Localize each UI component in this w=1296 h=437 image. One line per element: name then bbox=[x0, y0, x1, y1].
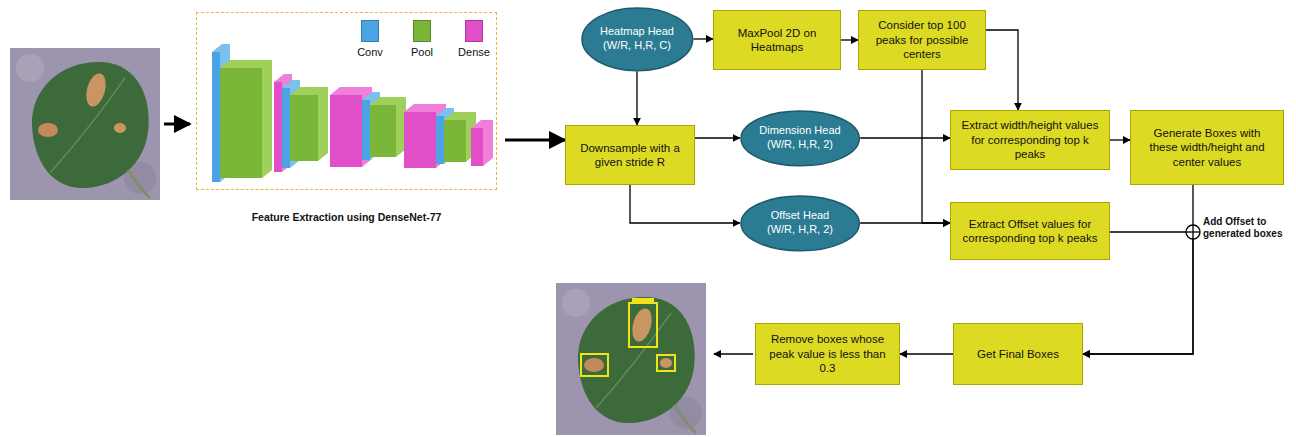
legend-item: Pool bbox=[400, 20, 444, 58]
pool-layer bbox=[290, 87, 328, 161]
note-label: Add Offset to generated boxes bbox=[1203, 216, 1293, 240]
connector-arrow bbox=[505, 139, 565, 142]
legend-swatch bbox=[413, 20, 431, 42]
detection-boxes bbox=[581, 298, 675, 376]
frame-caption: Feature Extraction using DenseNet-77 bbox=[197, 211, 496, 223]
dense-layer bbox=[274, 82, 282, 172]
flow-arrow bbox=[714, 353, 753, 354]
legend-text: Pool bbox=[411, 46, 433, 58]
connector-arrow bbox=[693, 38, 713, 39]
connector-arrow bbox=[922, 70, 950, 223]
head-ellipse-shape bbox=[582, 8, 693, 71]
input-leaf-image bbox=[10, 48, 160, 200]
detection-tag bbox=[632, 298, 654, 303]
dense-layer bbox=[471, 120, 493, 166]
connector-arrow bbox=[1110, 139, 1130, 140]
conv-layer bbox=[282, 88, 290, 168]
pool-layer bbox=[370, 97, 406, 157]
node-text: Dimension Head (W/R, H,R, 2) bbox=[756, 124, 844, 152]
pool-layer bbox=[220, 68, 262, 178]
node-text: MaxPool 2D on Heatmaps bbox=[721, 26, 833, 55]
dense-layer bbox=[471, 128, 483, 166]
node-text: Offset Head (W/R, H,R, 2) bbox=[756, 209, 844, 237]
dense-layer bbox=[404, 112, 436, 168]
connector-arrow bbox=[986, 30, 1018, 110]
process-box: Generate Boxes with these width/height a… bbox=[1130, 110, 1284, 185]
node-text: Downsample with a given stride R bbox=[573, 141, 687, 170]
node-text: Heatmap Head (W/R, H,R, C) bbox=[594, 25, 680, 53]
sum-symbol bbox=[1186, 225, 1200, 239]
conv-layer bbox=[212, 52, 220, 182]
head-ellipse-shape bbox=[741, 196, 859, 251]
node-text: Extract width/height values for correspo… bbox=[958, 118, 1102, 161]
head-ellipse: Dimension Head (W/R, H,R, 2) bbox=[740, 110, 860, 167]
connector-arrow bbox=[630, 185, 740, 223]
node-text: Extract Offset values for corresponding … bbox=[958, 217, 1102, 246]
process-box: Extract width/height values for correspo… bbox=[950, 110, 1110, 170]
detection-box bbox=[657, 355, 675, 371]
process-box: MaxPool 2D on Heatmaps bbox=[713, 10, 841, 70]
legend-swatch bbox=[465, 20, 483, 42]
legend-item: Conv bbox=[348, 20, 392, 58]
head-ellipse-shape bbox=[741, 111, 859, 166]
node-text: Consider top 100 peaks for possible cent… bbox=[866, 18, 978, 61]
sum-symbol bbox=[1192, 225, 1193, 239]
pool-layer bbox=[290, 95, 318, 161]
node-text: Generate Boxes with these width/height a… bbox=[1138, 126, 1276, 169]
detection-box bbox=[581, 354, 608, 376]
connector-arrow bbox=[860, 222, 950, 223]
feature-extractor-frame: Feature Extraction using DenseNet-77 bbox=[196, 12, 497, 190]
head-ellipse: Heatmap Head (W/R, H,R, C) bbox=[581, 7, 694, 72]
connector-arrow bbox=[860, 137, 950, 138]
connector-arrow bbox=[636, 71, 637, 125]
connector-arrow bbox=[841, 39, 858, 40]
legend-text: Conv bbox=[357, 46, 383, 58]
conv-layer bbox=[436, 116, 444, 164]
process-box: Get Final Boxes bbox=[953, 323, 1083, 385]
pool-layer bbox=[370, 105, 396, 157]
process-box: Remove boxes whose peak value is less th… bbox=[755, 323, 900, 385]
pool-layer bbox=[220, 60, 272, 178]
connector-arrow bbox=[695, 137, 740, 138]
legend-item: Dense bbox=[452, 20, 496, 58]
pool-layer bbox=[444, 120, 466, 162]
process-box: Downsample with a given stride R bbox=[565, 125, 695, 185]
process-box: Extract Offset values for corresponding … bbox=[950, 202, 1110, 260]
detection-box bbox=[629, 303, 657, 347]
dense-layer bbox=[330, 95, 362, 167]
node-text: Get Final Boxes bbox=[977, 347, 1059, 361]
node-text: Remove boxes whose peak value is less th… bbox=[763, 332, 892, 375]
network-layers bbox=[212, 44, 493, 182]
process-box: Consider top 100 peaks for possible cent… bbox=[858, 10, 986, 70]
flow-arrow bbox=[164, 123, 190, 126]
dense-layer bbox=[274, 74, 292, 172]
head-ellipse: Offset Head (W/R, H,R, 2) bbox=[740, 195, 860, 252]
legend-swatch bbox=[361, 20, 379, 42]
connector-arrow bbox=[900, 353, 953, 354]
legend-text: Dense bbox=[458, 46, 490, 58]
conv-layer bbox=[362, 100, 370, 160]
output-leaf-image bbox=[556, 283, 706, 435]
